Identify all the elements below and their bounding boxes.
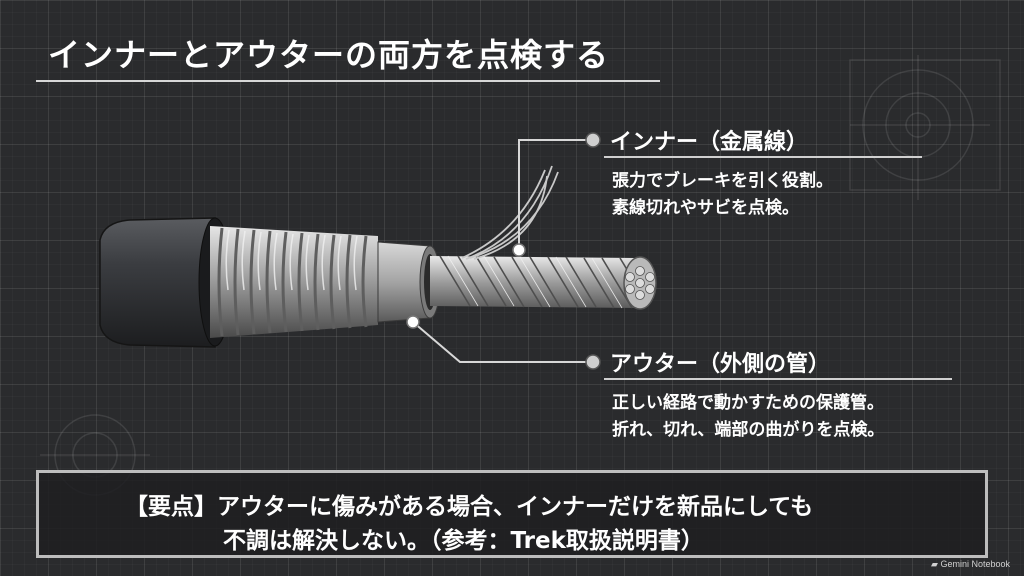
outer-underline [604,378,952,380]
outer-desc-line2: 折れ、切れ、端部の曲がりを点検。 [612,420,885,440]
brand-watermark: ▰ Gemini Notebook [931,559,1010,570]
outer-heading: アウター（外側の管） [610,352,831,377]
outer-desc-line1: 正しい経路で動かすための保護管。 [612,393,884,413]
inner-underline [604,156,922,158]
inner-desc-line2: 素線切れやサビを点検。 [612,198,799,218]
inner-heading: インナー（金属線） [610,130,809,155]
summary-box: 【要点】アウターに傷みがある場合、インナーだけを新品にしても 不調は解決しない。… [36,470,988,558]
inner-desc-line1: 張力でブレーキを引く役割。 [612,171,833,191]
page-title: インナーとアウターの両方を点検する [48,36,610,74]
summary-line2: 不調は解決しない。（参考：Trek取扱説明書） [223,528,704,554]
notebook-icon: ▰ [931,559,941,569]
brand-label: Gemini Notebook [940,559,1010,569]
summary-line1: 【要点】アウターに傷みがある場合、インナーだけを新品にしても [125,494,814,520]
title-underline [36,80,660,82]
